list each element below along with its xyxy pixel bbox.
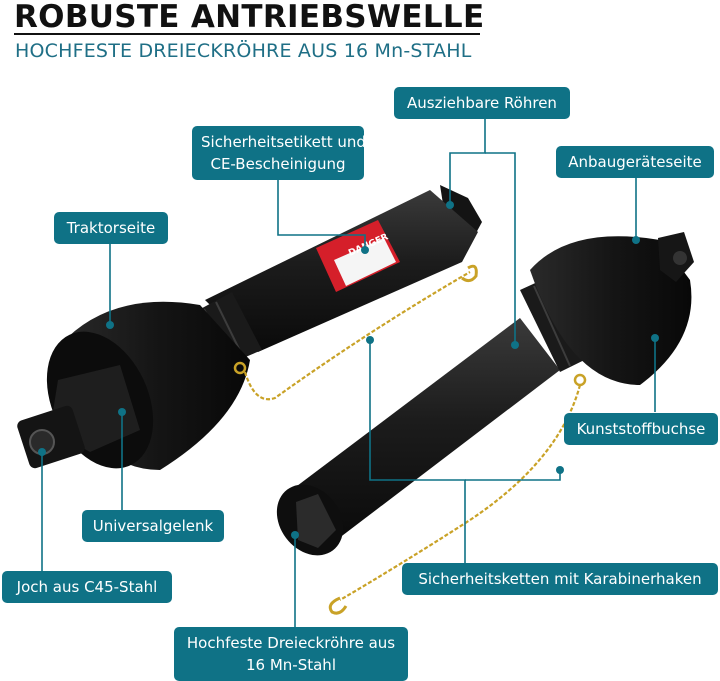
carabiner-right — [328, 596, 348, 615]
label-yoke-text: Joch aus C45-Stahl — [16, 578, 158, 596]
right-triangle-tube-profile — [296, 494, 336, 548]
label-safety-chains: Sicherheitsketten mit Karabinerhaken — [402, 563, 718, 595]
safety-chains — [243, 271, 582, 601]
leader-chains-left — [369, 340, 466, 564]
label-extendable-tubes: Ausziehbare Röhren — [394, 87, 570, 119]
label-safety-label-line2: CE-Bescheinigung — [210, 155, 346, 173]
label-plastic-bushing-text: Kunststoffbuchse — [576, 420, 706, 438]
label-triangle-tube-line2: 16 Mn-Stahl — [246, 656, 336, 674]
right-yoke-bore — [673, 251, 687, 265]
leader-tubes-top — [449, 113, 486, 205]
label-safety-label: Sicherheitsetikett und CE-Bescheinigung — [192, 126, 366, 180]
leader-dots — [38, 201, 659, 539]
leader-safety-label — [277, 175, 366, 250]
label-plastic-bushing: Kunststoffbuchse — [564, 413, 718, 445]
label-triangle-tube: Hochfeste Dreieckröhre aus 16 Mn-Stahl — [174, 627, 408, 681]
left-safety-chain — [243, 271, 471, 401]
label-universal-joint-text: Universalgelenk — [92, 517, 214, 535]
right-cone-guard — [530, 236, 692, 385]
label-implement-side: Anbaugeräteseite — [556, 146, 714, 178]
label-extendable-tubes-text: Ausziehbare Röhren — [407, 94, 557, 112]
right-shaft-tube — [285, 318, 560, 545]
carabiner-hooks — [328, 264, 478, 615]
page-subtitle: HOCHFESTE DREIECKRÖHRE AUS 16 Mn-STAHL — [15, 40, 472, 62]
label-tractor-side: Traktorseite — [54, 212, 168, 244]
title-underline — [14, 33, 480, 35]
label-tractor-side-text: Traktorseite — [66, 219, 156, 237]
left-shaft: DANGER — [17, 185, 482, 470]
right-chain-ring — [573, 373, 587, 387]
label-universal-joint: Universalgelenk — [82, 510, 224, 542]
left-chain-ring — [233, 361, 247, 375]
leader-lines — [41, 113, 656, 630]
label-triangle-tube-line1: Hochfeste Dreieckröhre aus — [186, 634, 396, 652]
label-yoke: Joch aus C45-Stahl — [2, 571, 172, 603]
page-title: ROBUSTE ANTRIEBSWELLE — [14, 0, 485, 35]
right-safety-chain — [339, 384, 582, 601]
label-implement-side-text: Anbaugeräteseite — [568, 153, 702, 171]
carabiner-left — [461, 264, 478, 283]
leader-chains-right — [465, 470, 561, 481]
label-safety-label-line1: Sicherheitsetikett und — [201, 133, 366, 151]
leader-tubes-bottom — [485, 152, 516, 345]
danger-sticker-panel — [334, 238, 396, 286]
label-safety-chains-text: Sicherheitsketten mit Karabinerhaken — [418, 570, 702, 588]
